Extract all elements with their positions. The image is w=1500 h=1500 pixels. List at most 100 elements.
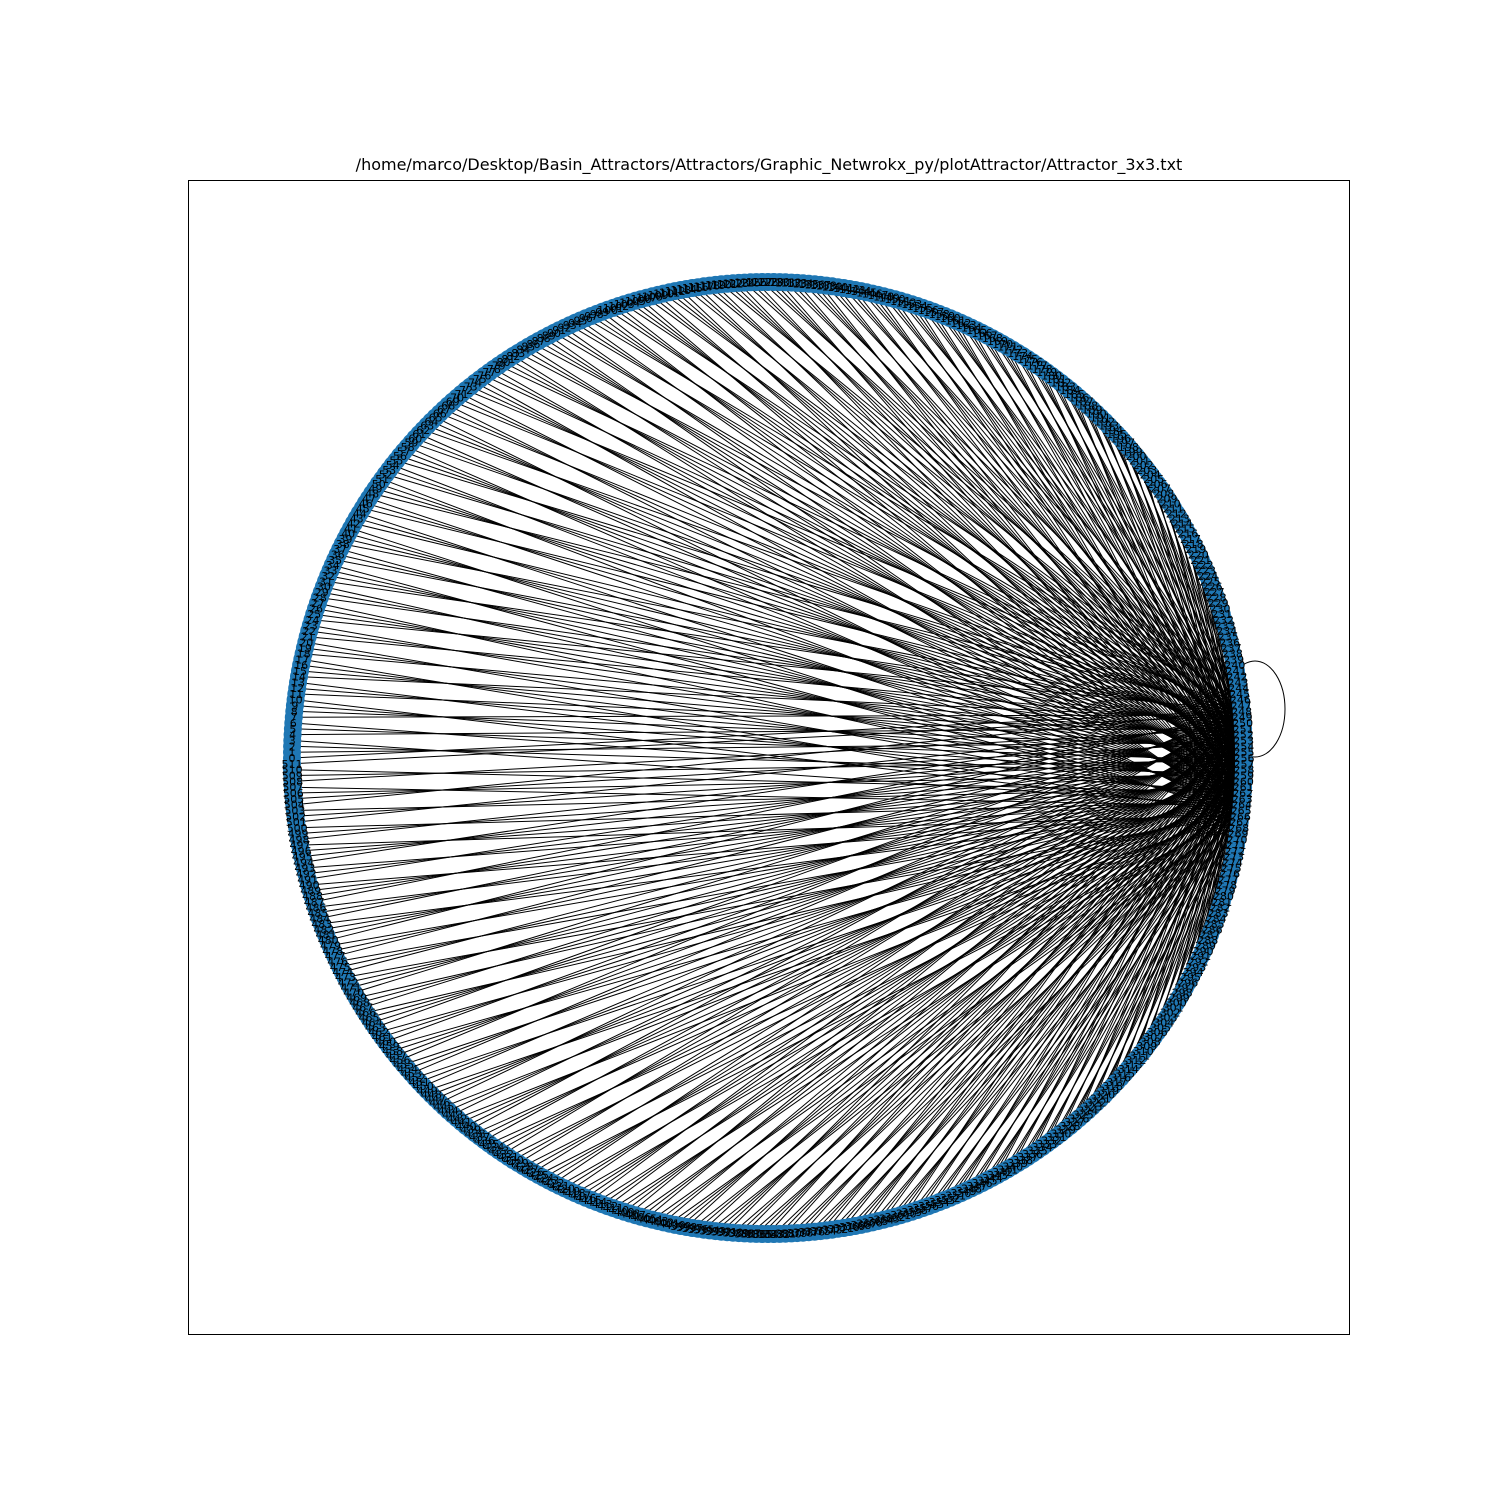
node-label: 202 — [1133, 459, 1154, 472]
node-label: 414 — [586, 1196, 607, 1209]
node-label: 294 — [1183, 966, 1204, 979]
node-label: 179 — [1036, 366, 1057, 379]
node-label: 410 — [608, 1204, 629, 1217]
node-label: 298 — [1172, 987, 1193, 1000]
graph-edge — [382, 478, 1242, 807]
graph-edge — [837, 764, 1245, 1230]
node-label: 291 — [1190, 950, 1211, 963]
node-label: 477 — [325, 950, 346, 963]
node-label: 246 — [1230, 694, 1251, 707]
node-label: 439 — [460, 1124, 481, 1137]
node-label: 330 — [1050, 1127, 1071, 1140]
node-label: 16 — [294, 659, 308, 672]
node-label: 38 — [336, 538, 350, 551]
graph-edge — [1002, 792, 1244, 1173]
node-label: 511 — [282, 758, 303, 771]
node-label: 178 — [1032, 363, 1053, 376]
node-label: 0 — [289, 752, 296, 765]
node-label: 391 — [717, 1226, 738, 1239]
node-label: 155 — [912, 302, 933, 315]
plot-title: /home/marco/Desktop/Basin_Attractors/Att… — [355, 155, 1183, 174]
node-label: 201 — [1129, 455, 1150, 468]
node-label: 271 — [1226, 839, 1247, 852]
node-label: 275 — [1221, 862, 1242, 875]
graph-edge — [612, 805, 1242, 1209]
graph-edge — [732, 791, 1244, 1234]
node-label: 146 — [862, 288, 883, 301]
node-label: 65 — [429, 411, 443, 424]
node-label: 425 — [528, 1169, 549, 1182]
node-label: 170 — [992, 338, 1013, 351]
node-label: 253 — [1233, 735, 1254, 748]
node-label: 139 — [822, 280, 843, 293]
node-label: 504 — [284, 799, 305, 812]
node-label: 229 — [1208, 597, 1229, 610]
graph-edge — [340, 548, 1243, 798]
node-label: 369 — [845, 1220, 866, 1233]
graph-edge — [297, 800, 1243, 829]
node-label: 306 — [1147, 1026, 1168, 1039]
node-label: 333 — [1036, 1138, 1057, 1151]
node-label: 290 — [1193, 945, 1214, 958]
node-label: 98 — [590, 308, 604, 321]
node-label: 371 — [833, 1222, 854, 1235]
node-label: 400 — [665, 1219, 686, 1232]
node-label: 278 — [1216, 879, 1237, 892]
node-label: 14 — [292, 671, 306, 684]
node-label: 32 — [321, 570, 335, 583]
node-label: 247 — [1231, 700, 1252, 713]
node-label: 99 — [595, 306, 609, 319]
node-label: 462 — [368, 1026, 389, 1039]
node-label: 82 — [506, 350, 520, 363]
node-label: 426 — [523, 1166, 544, 1179]
node-label: 343 — [987, 1169, 1008, 1182]
node-label: 188 — [1077, 399, 1098, 412]
node-label: 295 — [1180, 971, 1201, 984]
node-label: 7 — [290, 711, 297, 724]
node-label: 17 — [295, 653, 309, 666]
node-label: 415 — [581, 1194, 602, 1207]
node-label: 158 — [929, 308, 950, 321]
node-label: 328 — [1060, 1120, 1081, 1133]
node-label: 365 — [868, 1215, 889, 1228]
node-label: 264 — [1231, 799, 1252, 812]
node-label: 260 — [1233, 775, 1254, 788]
graph-edge — [1082, 796, 1243, 1115]
node-label: 129 — [763, 276, 784, 289]
node-label: 320 — [1094, 1089, 1115, 1102]
node-label: 226 — [1202, 581, 1223, 594]
node-label: 106 — [631, 293, 652, 306]
node-label: 266 — [1230, 810, 1251, 823]
graph-edge — [596, 791, 1244, 1203]
node-label: 167 — [977, 330, 998, 343]
node-label: 145 — [856, 286, 877, 299]
graph-edge — [304, 796, 1243, 869]
node-label: 375 — [810, 1225, 831, 1238]
node-label: 113 — [670, 284, 691, 297]
graph-edge — [635, 787, 1244, 1216]
node-label: 60 — [408, 432, 422, 445]
node-label: 345 — [977, 1175, 998, 1188]
node-label: 457 — [386, 1049, 407, 1062]
node-label: 374 — [816, 1224, 837, 1237]
node-label: 81 — [501, 353, 515, 366]
node-label: 213 — [1169, 512, 1190, 525]
node-label: 372 — [827, 1223, 848, 1236]
node-label: 332 — [1041, 1134, 1062, 1147]
graph-edge — [291, 714, 1243, 765]
graph-edge — [1124, 805, 1243, 1074]
node-label: 31 — [319, 575, 333, 588]
node-label: 316 — [1110, 1072, 1131, 1085]
node-label: 279 — [1215, 885, 1236, 898]
graph-edge — [396, 741, 1244, 1056]
node-label: 199 — [1122, 446, 1143, 459]
node-label: 225 — [1200, 575, 1221, 588]
node-label: 166 — [972, 327, 993, 340]
node-label: 26 — [309, 603, 323, 616]
node-label: 18 — [297, 648, 311, 661]
graph-edge — [523, 800, 1243, 1167]
node-label: 45 — [356, 502, 370, 515]
node-label: 191 — [1090, 411, 1111, 424]
node-label: 363 — [879, 1212, 900, 1225]
node-label: 122 — [723, 277, 744, 290]
